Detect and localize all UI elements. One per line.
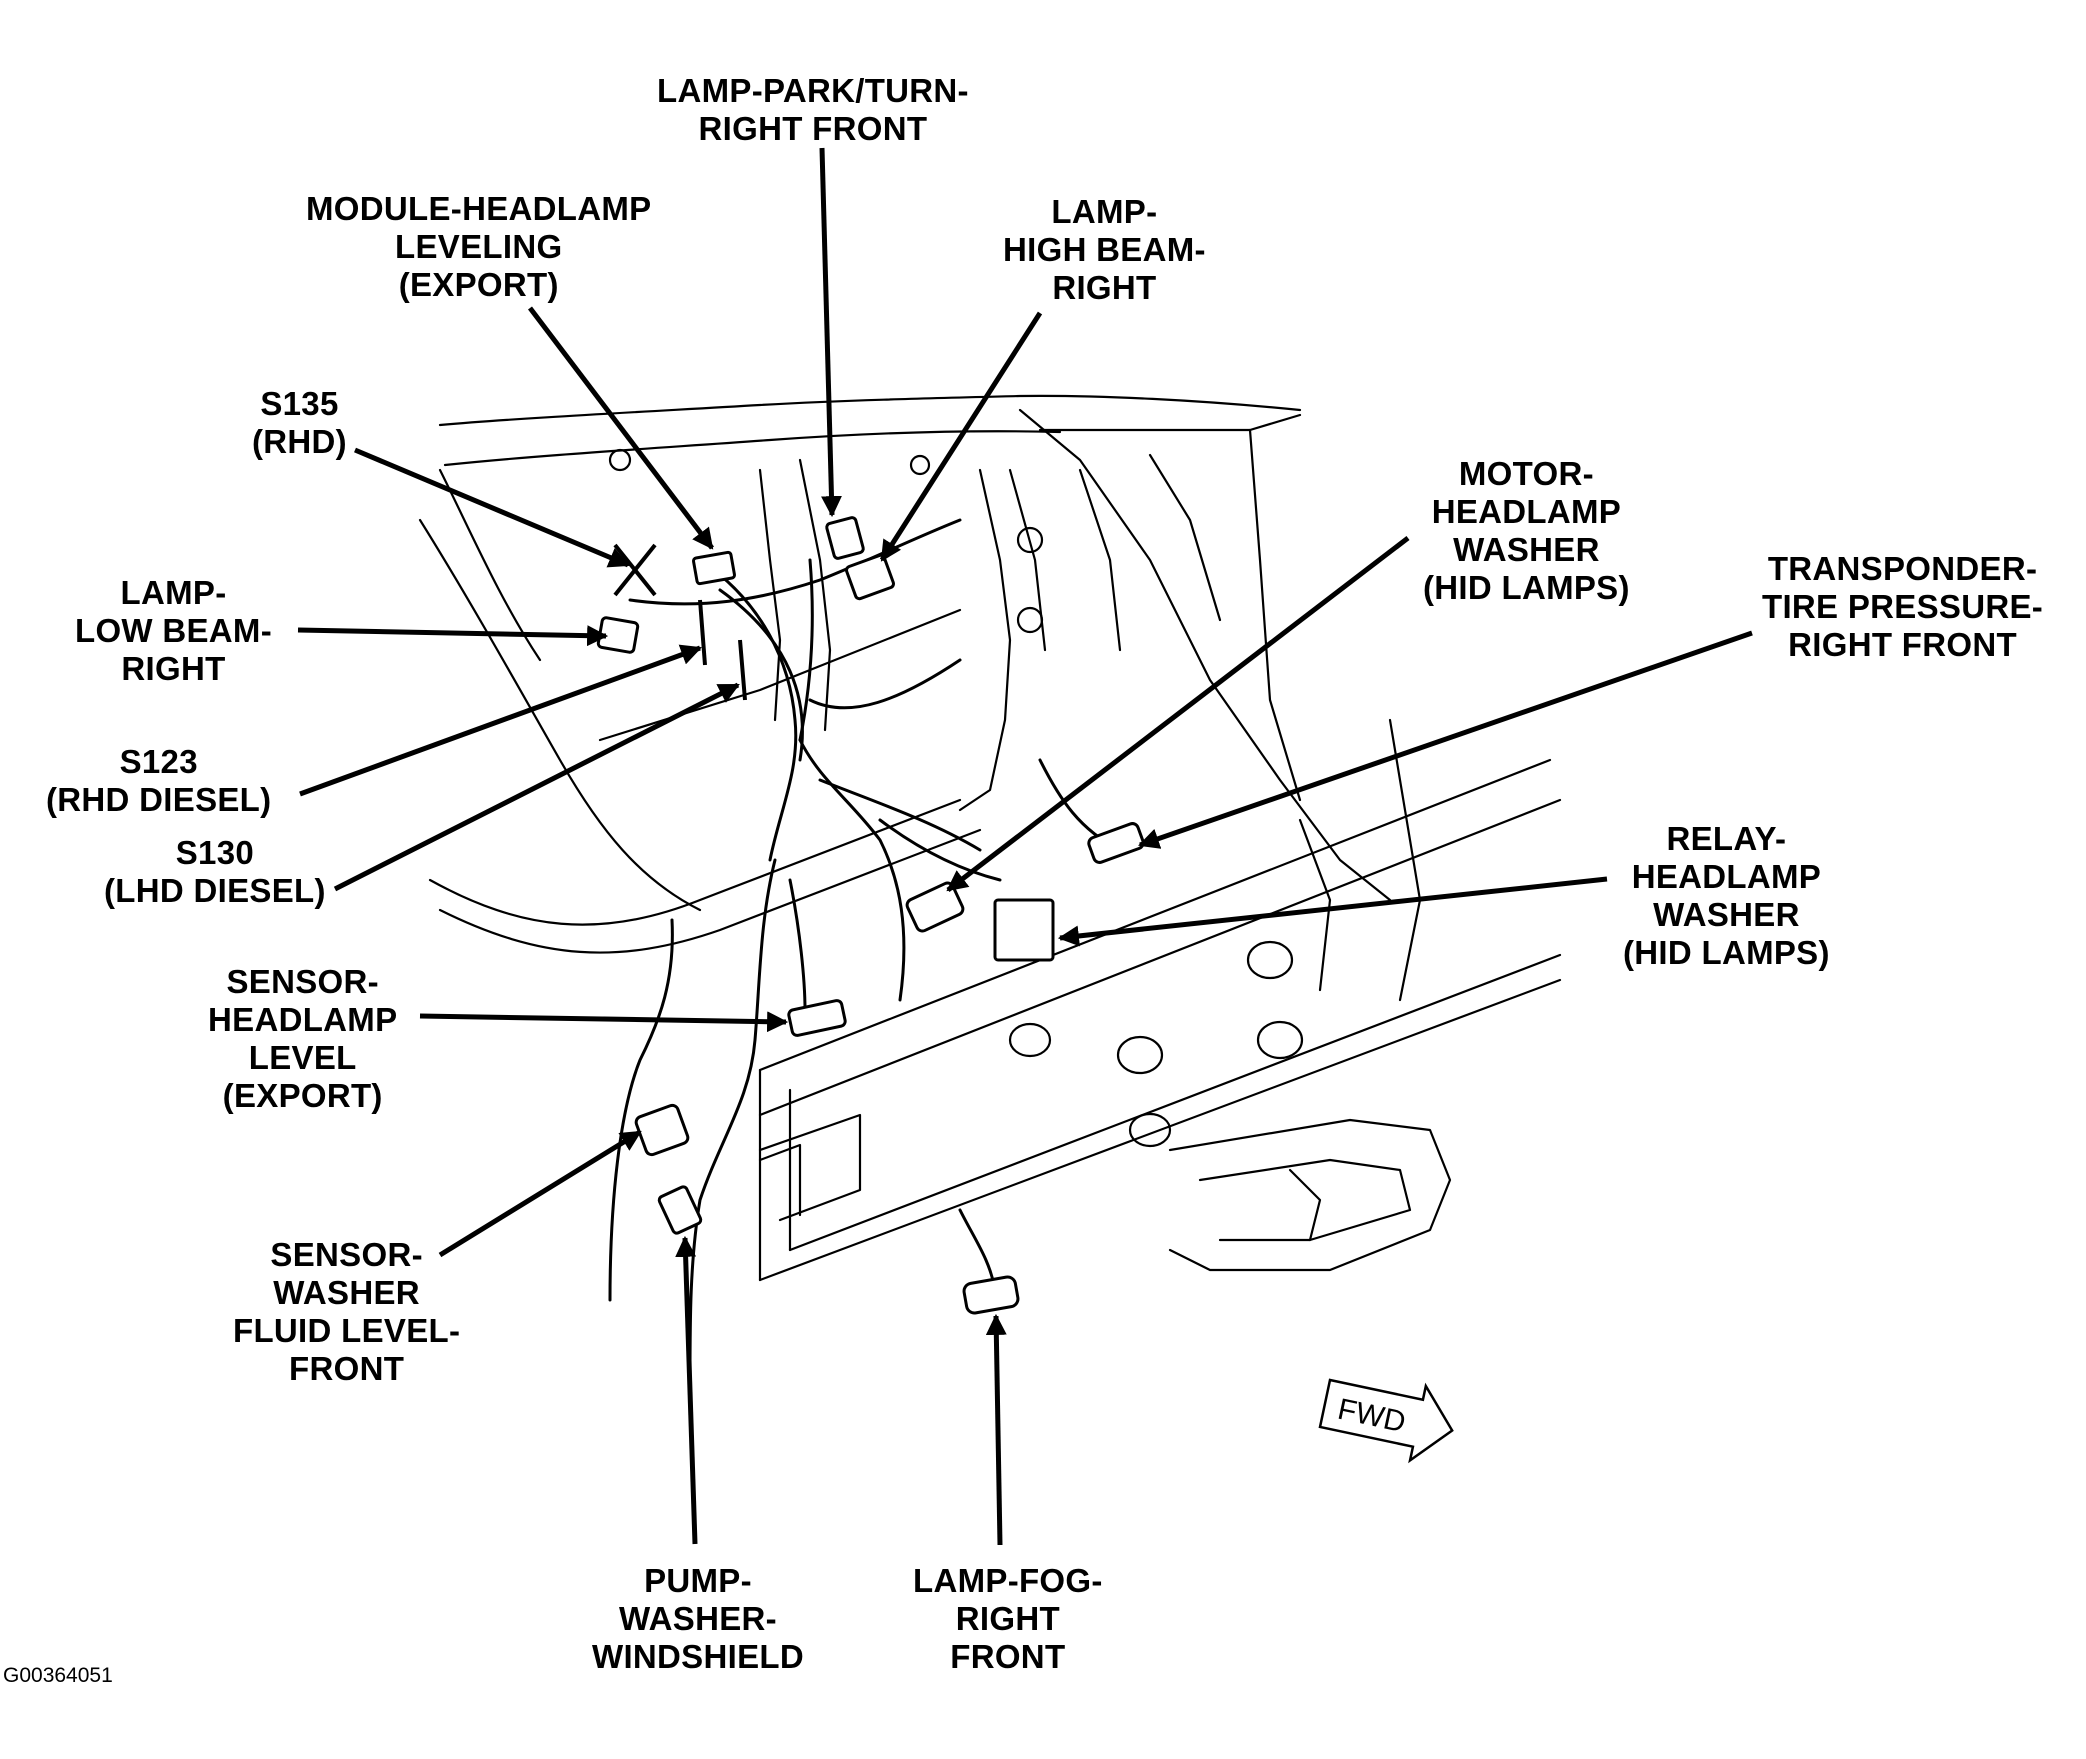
arrow-pump-washer xyxy=(675,1235,698,1545)
label-transponder: TRANSPONDER-TIRE PRESSURE-RIGHT FRONT xyxy=(1762,550,2044,663)
label-lamp-park-turn: LAMP-PARK/TURN-RIGHT FRONT xyxy=(657,72,969,147)
figure-id: G00364051 xyxy=(3,1664,113,1687)
label-pump-washer: PUMP-WASHER-WINDSHIELD xyxy=(592,1562,804,1675)
arrow-lamp-park-turn xyxy=(819,147,842,518)
arrow-module-headlamp-leveling xyxy=(528,306,714,550)
arrow-s135 xyxy=(354,447,630,568)
arrow-lamp-fog xyxy=(985,1313,1007,1546)
arrow-sensor-washer-fluid xyxy=(438,1129,642,1258)
arrow-sensor-headlamp-level xyxy=(419,1011,789,1033)
arrow-s123 xyxy=(299,644,702,797)
leader-arrows xyxy=(297,147,1753,1546)
wiring-harness xyxy=(608,518,1122,1382)
label-lamp-high-beam: LAMP-HIGH BEAM-RIGHT xyxy=(1003,193,1206,306)
arrow-lamp-high-beam xyxy=(879,311,1043,562)
label-s123: S123(RHD DIESEL) xyxy=(46,743,272,818)
connectors xyxy=(596,516,1145,1315)
arrow-transponder xyxy=(1138,630,1753,849)
vehicle-structure xyxy=(418,394,1562,1282)
arrow-s130 xyxy=(333,682,740,892)
label-s135: S135(RHD) xyxy=(252,385,347,460)
arrow-relay-headlamp-washer xyxy=(1057,876,1608,947)
arrow-motor-headlamp-washer xyxy=(946,536,1410,892)
label-s130: S130(LHD DIESEL) xyxy=(104,834,326,909)
arrow-lamp-low-beam xyxy=(297,625,609,647)
fwd-marker: FWD xyxy=(1318,1378,1454,1464)
label-lamp-low-beam: LAMP-LOW BEAM-RIGHT xyxy=(75,574,272,687)
